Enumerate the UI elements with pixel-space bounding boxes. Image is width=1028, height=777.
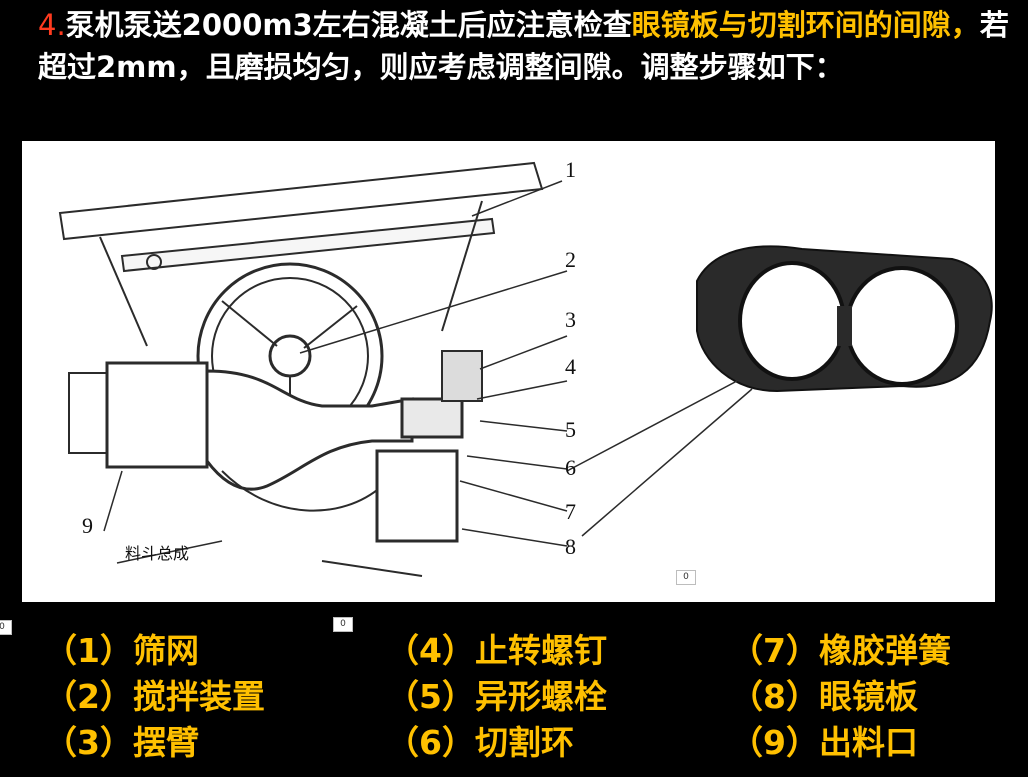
legend-item-agitator: （2）搅拌装置: [44, 677, 265, 716]
leader-line-glasses: [566, 380, 738, 472]
s-tube-lower: [221, 470, 383, 512]
legend-item-rubber-spring: （7）橡胶弹簧: [730, 631, 951, 670]
image-placeholder-tag: 0: [333, 617, 353, 632]
leader-line-5: [479, 420, 568, 432]
outlet-body: [105, 361, 209, 469]
callout-5: 5: [565, 417, 576, 442]
pump-diagram: 1 2 3 4 5 6 7 8 9 料斗总成: [58, 157, 993, 577]
glasses-plate-bar: [837, 306, 852, 346]
legend-item-swing-arm: （3）摆臂: [44, 723, 199, 762]
leader-line-9: [103, 470, 123, 532]
heading-highlight: 眼镜板与切割环间的间隙，: [631, 8, 980, 42]
mounting-block: [441, 350, 483, 402]
glasses-plate-hole-left: [738, 261, 846, 381]
hopper-grid-bar: [120, 217, 496, 273]
legend-item-sieve: （1）筛网: [44, 631, 199, 670]
step-number: 4.: [38, 8, 66, 42]
callout-labels: 1 2 3 4 5 6 7 8 9: [82, 157, 576, 559]
callout-3: 3: [565, 307, 576, 332]
heading-text-1: 泵机泵送2000m3左右混凝土后应注意检查: [65, 8, 632, 42]
image-placeholder-tag: 0: [0, 620, 12, 635]
leader-line-3: [479, 335, 568, 370]
leader-line-6: [466, 455, 568, 470]
legend-item-cutting-ring: （6）切割环: [386, 723, 574, 762]
legend-item-glasses-plate: （8）眼镜板: [730, 677, 918, 716]
hopper-bottom: [321, 560, 423, 577]
leader-line-7: [459, 480, 568, 512]
outlet-flange: [68, 372, 108, 454]
agitator-hub: [268, 334, 312, 378]
agitator-spoke: [303, 305, 358, 349]
grid-bolt: [146, 254, 162, 270]
glasses-plate-hole-right: [845, 266, 959, 386]
leader-line-4: [476, 380, 568, 400]
leader-line-2: [299, 270, 568, 354]
leader-line-1: [471, 180, 563, 217]
hopper-wall-right: [441, 200, 483, 332]
callout-9: 9: [82, 513, 93, 538]
pump-diagram-figure: 1 2 3 4 5 6 7 8 9 料斗总成: [22, 141, 995, 602]
callout-4: 4: [565, 354, 576, 379]
callout-8: 8: [565, 534, 576, 559]
leader-line-glasses-2: [581, 388, 753, 537]
glasses-plate: [375, 449, 459, 543]
legend-item-special-bolt: （5）异形螺栓: [386, 677, 607, 716]
callout-2: 2: [565, 247, 576, 272]
s-tube: [205, 369, 414, 491]
callout-7: 7: [565, 499, 576, 524]
heading-text-2: 若超过2mm，且磨损均匀，则应考虑调整间隙。调整步骤如下：: [38, 8, 1009, 84]
hopper-assembly-label: 料斗总成: [125, 544, 189, 563]
hopper-wall-left: [99, 236, 148, 347]
callout-1: 1: [565, 157, 576, 182]
hopper-label-underline: [116, 540, 223, 564]
legend-item-stop-screw: （4）止转螺钉: [386, 631, 607, 670]
callout-6: 6: [565, 455, 576, 480]
agitator-spoke: [221, 300, 278, 347]
cutting-ring: [400, 397, 464, 439]
image-placeholder-tag: 0: [676, 570, 696, 585]
legend-item-outlet: （9）出料口: [730, 723, 918, 762]
leader-line-8: [461, 528, 568, 547]
slide-heading: 4.泵机泵送2000m3左右混凝土后应注意检查眼镜板与切割环间的间隙，若超过2m…: [38, 4, 1013, 88]
